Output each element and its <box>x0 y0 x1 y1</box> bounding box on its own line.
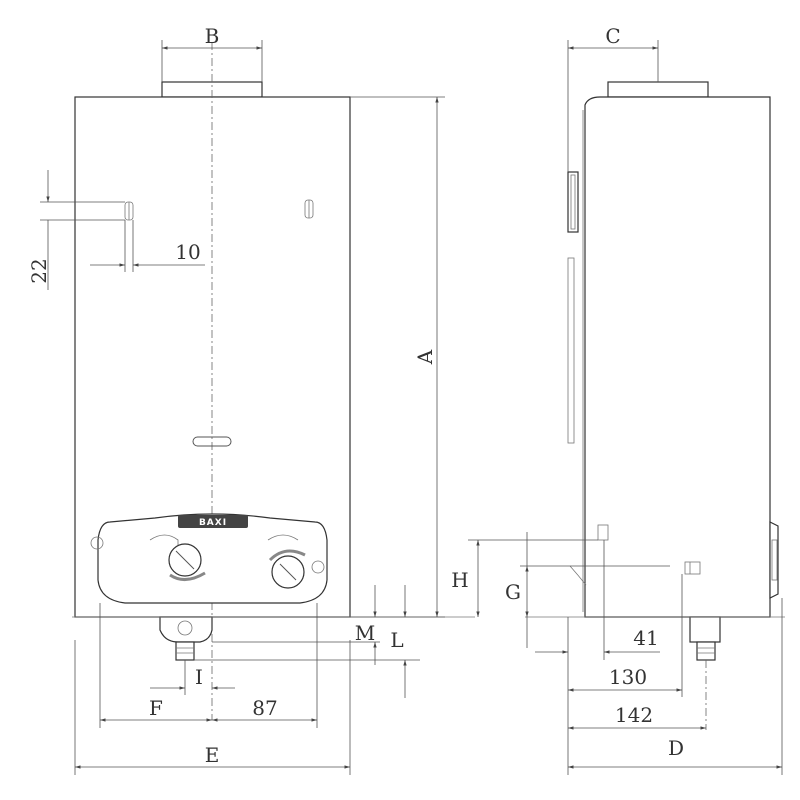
dim-label-E: E <box>205 743 220 767</box>
front-pipe-connector <box>175 641 195 661</box>
side-bottom-fitting <box>689 616 721 643</box>
dim-label-H: H <box>451 568 468 592</box>
dim-label-142: 142 <box>615 703 653 727</box>
dim-label-130: 130 <box>609 665 647 689</box>
side-connection-right <box>684 561 701 575</box>
rear-panel-strip <box>567 257 575 444</box>
control-panel <box>97 513 328 604</box>
dim-label-L: L <box>390 628 403 652</box>
inspection-window <box>192 436 232 447</box>
front-view: BAXI <box>72 42 475 720</box>
dim-label-D: D <box>668 736 684 760</box>
front-dimensions: B A 22 10 M L I <box>27 24 445 775</box>
dim-label-B: B <box>205 24 220 48</box>
side-flue-collar <box>607 81 709 98</box>
dim-label-F: F <box>149 696 163 720</box>
brand-badge <box>178 515 248 528</box>
side-dimensions: C H G 41 130 142 D <box>451 24 783 775</box>
dim-label-87: 87 <box>252 696 277 720</box>
panel-screw-left <box>90 536 104 550</box>
dim-label-41: 41 <box>633 626 658 650</box>
dim-label-22: 22 <box>27 258 51 283</box>
dim-label-G: G <box>505 580 521 604</box>
dim-label-I: I <box>195 665 203 689</box>
side-connection-upper <box>597 524 609 541</box>
dim-label-10: 10 <box>175 240 200 264</box>
brand-logo-text: BAXI <box>199 518 227 528</box>
dim-label-A: A <box>413 349 437 365</box>
dim-label-M: M <box>355 621 375 645</box>
dim-label-C: C <box>605 24 620 48</box>
side-view <box>525 81 785 730</box>
front-bottom-fitting <box>159 616 213 643</box>
side-casing <box>584 96 771 618</box>
wall-bracket-top <box>567 171 579 233</box>
panel-screw-right <box>311 560 325 574</box>
side-pipe-connector <box>696 641 716 661</box>
